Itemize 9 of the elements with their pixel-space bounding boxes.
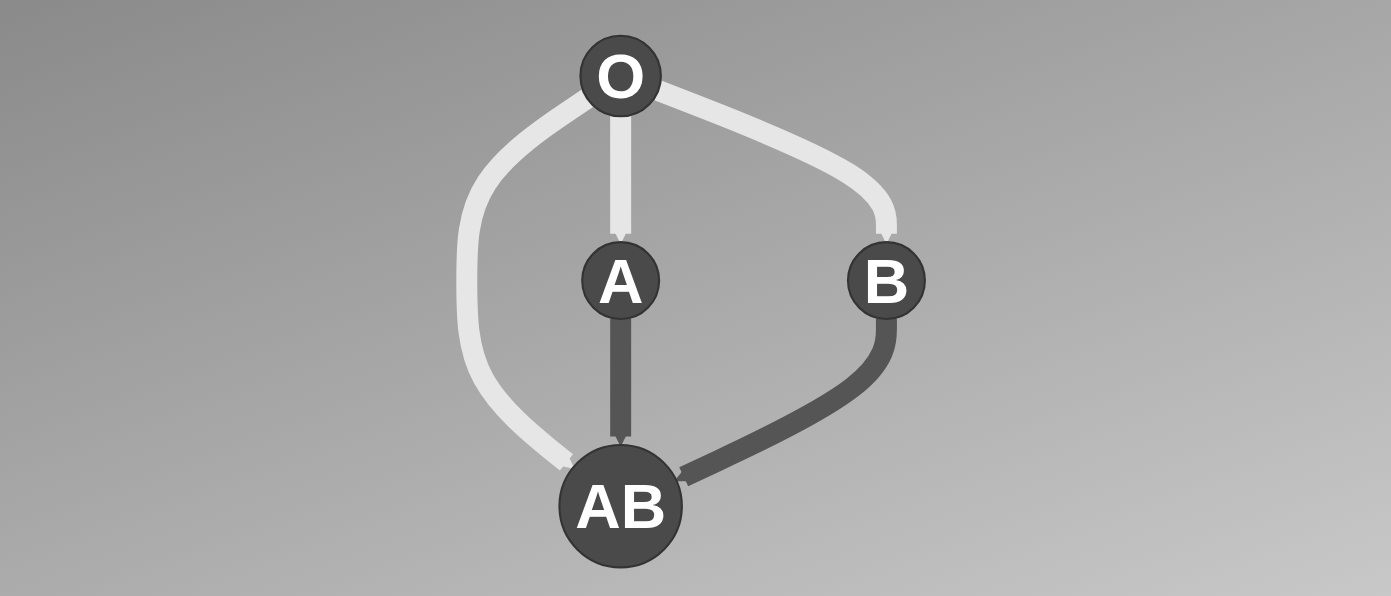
arrow <box>674 319 897 487</box>
node-circle: O <box>579 34 662 118</box>
arrow <box>609 319 631 446</box>
node-circle: B <box>846 241 926 321</box>
node-circle: AB <box>558 443 683 569</box>
node-circle: A <box>580 241 660 321</box>
arrow <box>455 89 593 471</box>
arrow <box>654 80 897 243</box>
arrow <box>609 116 631 243</box>
